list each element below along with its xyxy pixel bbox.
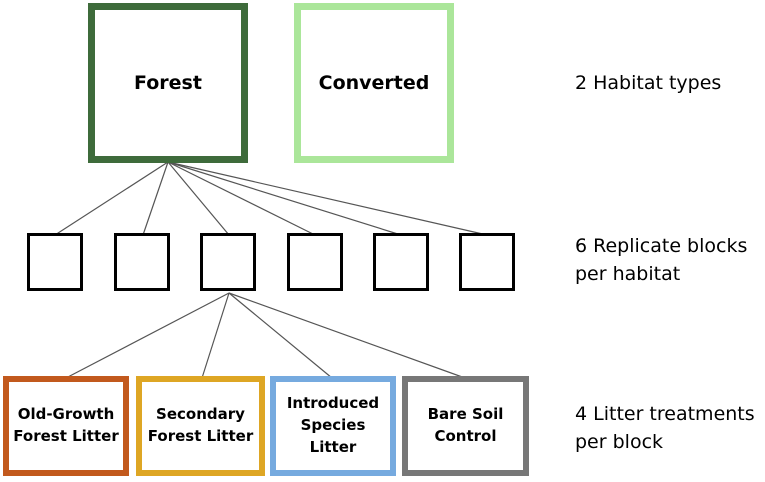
connector-forest-block-6	[167, 161, 488, 236]
treatment-introduced-line-2: Species	[300, 416, 366, 435]
connector-block-treatment-1	[65, 292, 230, 379]
replicate-block-3	[200, 233, 256, 291]
replicate-block-4	[287, 233, 343, 291]
treatment-old-growth-line-1: Old-Growth	[17, 405, 115, 424]
treatment-secondary-line-2: Forest Litter	[147, 427, 254, 445]
treatment-old-growth-box: Old-Growth Forest Litter	[3, 376, 129, 476]
connector-block-treatment-2	[201, 292, 230, 379]
row-label-treatments-line-2: per block	[575, 430, 664, 453]
habitat-forest-box: Forest	[88, 3, 248, 163]
connector-forest-block-5	[167, 161, 402, 236]
row-label-habitat-line-1: 2 Habitat types	[575, 72, 722, 94]
connector-forest-block-1	[54, 161, 169, 236]
treatment-old-growth-line-2: Forest Litter	[13, 427, 119, 445]
row-label-blocks-line-1: 6 Replicate blocks	[575, 235, 748, 257]
replicate-block-1	[27, 233, 83, 291]
treatment-introduced-line-1: Introduced	[286, 394, 380, 413]
row-label-treatments: 4 Litter treatments per block	[575, 401, 755, 456]
connector-forest-block-4	[167, 161, 316, 236]
habitat-converted-box: Converted	[294, 3, 454, 163]
connector-block-treatment-4	[228, 292, 466, 379]
connector-forest-block-2	[142, 161, 169, 236]
replicate-block-6	[459, 233, 515, 291]
treatment-secondary-box: Secondary Forest Litter	[136, 376, 265, 476]
row-label-habitat: 2 Habitat types	[575, 70, 721, 98]
treatment-introduced-line-3: Litter	[309, 437, 357, 456]
row-label-treatments-line-1: 4 Litter treatments	[575, 403, 755, 425]
treatment-secondary-line-1: Secondary	[156, 405, 245, 424]
habitat-converted-label: Converted	[318, 72, 430, 94]
treatment-bare-soil-box: Bare Soil Control	[402, 376, 529, 476]
replicate-block-5	[373, 233, 429, 291]
row-label-blocks-line-2: per habitat	[575, 262, 681, 285]
connector-forest-block-3	[167, 161, 230, 236]
treatment-introduced-box: Introduced Species Litter	[270, 376, 396, 476]
connector-block-treatment-3	[228, 292, 333, 379]
treatment-bare-soil-line-1: Bare Soil	[427, 405, 504, 424]
treatment-bare-soil-line-2: Control	[434, 427, 497, 445]
habitat-forest-label: Forest	[134, 72, 202, 94]
row-label-blocks: 6 Replicate blocks per habitat	[575, 233, 747, 288]
replicate-block-2	[114, 233, 170, 291]
